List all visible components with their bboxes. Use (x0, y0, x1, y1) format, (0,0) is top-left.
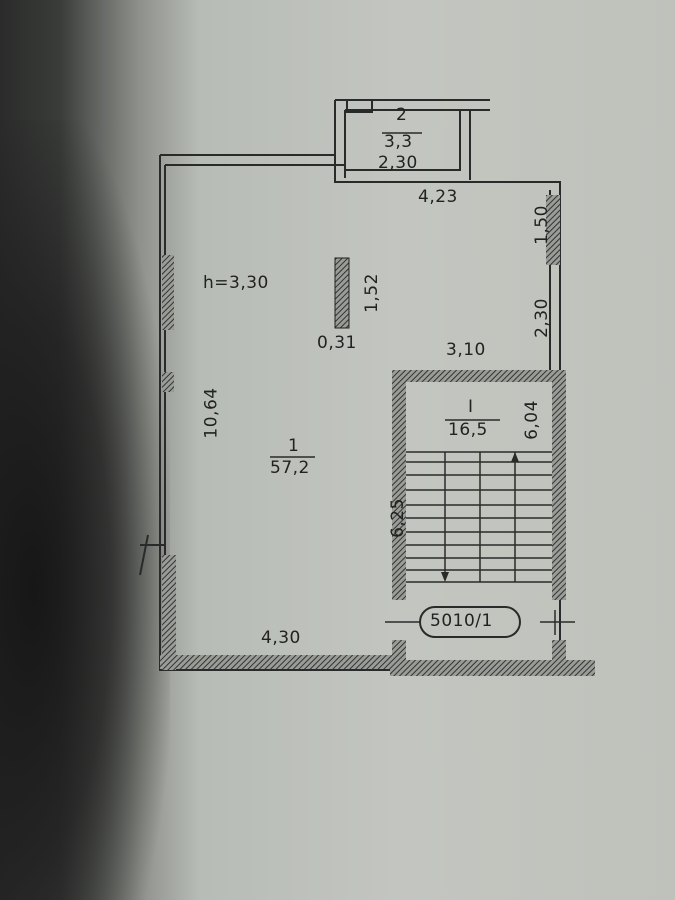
dim-main-lower: 6,25 (387, 498, 408, 538)
dim-bottom-width: 4,30 (261, 628, 301, 648)
wall-segment (546, 195, 560, 265)
room-2-number: 2 (396, 105, 408, 125)
dim-right-mid: 2,30 (531, 298, 552, 338)
column (334, 257, 350, 329)
wall-segment (162, 255, 174, 330)
stair-room (390, 370, 595, 676)
ceiling-height: h=3,30 (203, 273, 269, 293)
dim-stair-height: 6,04 (521, 400, 542, 440)
room-1-number: 1 (288, 436, 300, 456)
wall-segment (160, 655, 395, 669)
room-2-area: 3,3 (384, 132, 413, 152)
dim-column-width: 0,31 (317, 333, 357, 353)
dim-right-upper: 1,50 (531, 205, 552, 245)
dim-left-height: 10,64 (201, 387, 222, 439)
dim-stair-top: 3,10 (446, 340, 486, 360)
room-stair-number: I (468, 397, 474, 417)
wall-segment (162, 372, 174, 392)
wall-segment (162, 555, 176, 670)
room-2-outline (334, 99, 490, 180)
dim-room2-width: 2,30 (378, 153, 418, 173)
photo-shadow (0, 120, 170, 900)
dim-top-span: 4,23 (418, 187, 458, 207)
room-1-area: 57,2 (270, 458, 310, 478)
room-stair-area: 16,5 (448, 420, 488, 440)
dim-column-height: 1,52 (361, 273, 382, 313)
plan-tag: 5010/1 (430, 611, 493, 631)
